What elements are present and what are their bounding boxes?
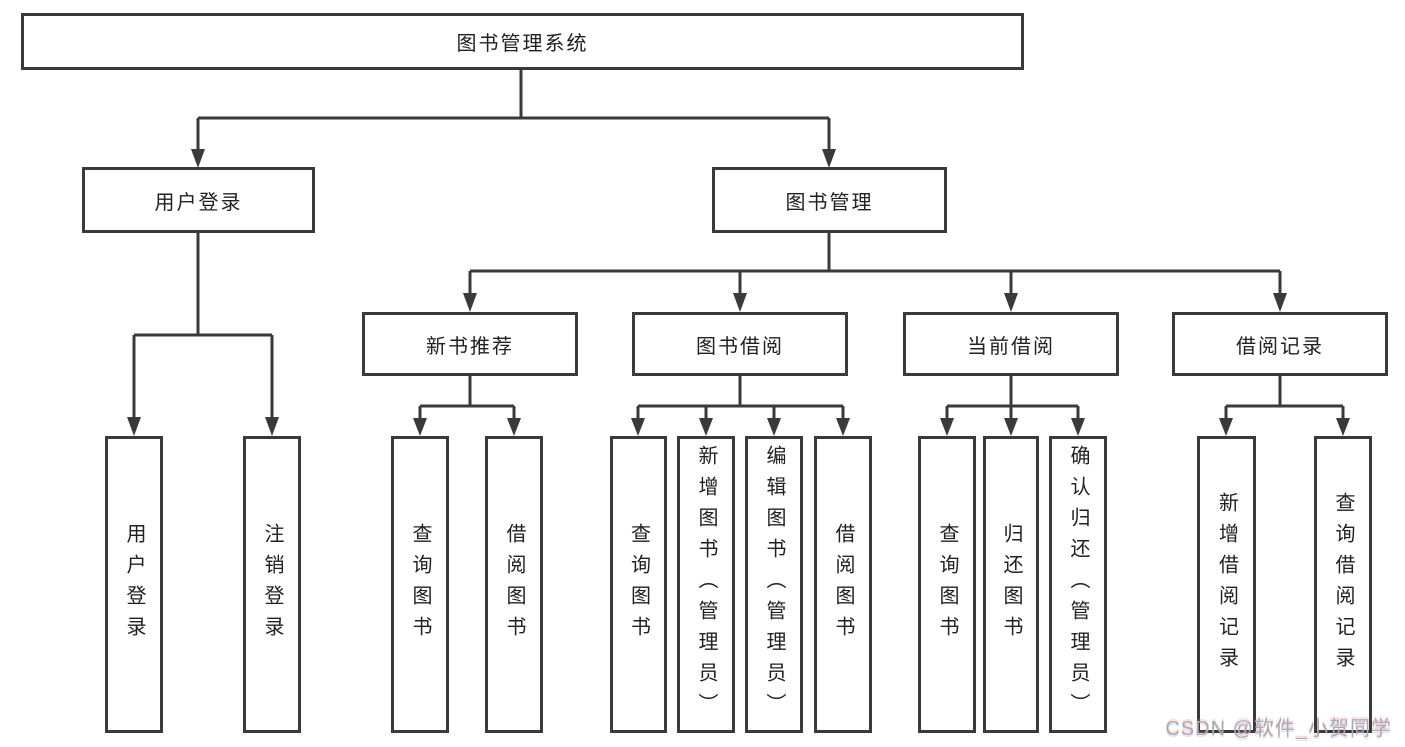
node-label: 注销登录 <box>261 522 283 647</box>
leaf-borrowing-add-books-admin: 新增图书（管理员） <box>677 436 735 733</box>
node-label: 确认归还（管理员） <box>1067 445 1089 724</box>
arrowhead <box>413 418 427 436</box>
leaf-recommend-borrow-books: 借阅图书 <box>485 436 543 733</box>
node-book-borrowing: 图书借阅 <box>632 312 848 376</box>
node-label: 借阅图书 <box>832 522 854 647</box>
arrowhead <box>940 418 954 436</box>
arrowhead <box>1004 293 1018 312</box>
connector-book-borrowing-branch <box>631 376 850 436</box>
node-label: 查询借阅记录 <box>1332 491 1354 678</box>
node-library-system: 图书管理系统 <box>21 13 1024 70</box>
node-label: 用户登录 <box>123 522 145 647</box>
node-label: 查询图书 <box>936 522 958 647</box>
connector-borrowing-records-branch <box>1219 376 1350 436</box>
node-user-login: 用户登录 <box>82 167 315 233</box>
arrowhead <box>1273 293 1287 312</box>
node-label: 新增图书（管理员） <box>695 445 717 724</box>
leaf-recommend-query-books: 查询图书 <box>391 436 449 733</box>
arrowhead <box>822 149 836 168</box>
arrowhead <box>127 417 141 436</box>
leaf-logout: 注销登录 <box>243 436 301 733</box>
leaf-borrowing-edit-books-admin: 编辑图书（管理员） <box>745 436 803 733</box>
arrowhead <box>1071 418 1085 436</box>
leaf-borrowing-borrow-books: 借阅图书 <box>814 436 872 733</box>
leaf-current-confirm-return-admin: 确认归还（管理员） <box>1049 436 1107 733</box>
connector-current-borrowing-branch <box>940 376 1085 436</box>
node-borrowing-records: 借阅记录 <box>1172 312 1388 376</box>
node-label: 查询图书 <box>409 522 431 647</box>
node-label: 图书管理系统 <box>456 33 589 55</box>
node-book-management: 图书管理 <box>712 167 947 233</box>
arrowhead <box>767 418 781 436</box>
arrowhead <box>1004 418 1018 436</box>
leaf-current-query-books: 查询图书 <box>918 436 976 733</box>
connector-new-book-recommend-branch <box>413 376 521 436</box>
arrowhead <box>836 418 850 436</box>
node-label: 借阅记录 <box>1236 335 1324 358</box>
watermark: CSDN @软件_小贺同学 <box>1165 718 1392 740</box>
node-label: 当前借阅 <box>967 335 1055 358</box>
node-label: 编辑图书（管理员） <box>763 445 785 724</box>
leaf-user-login: 用户登录 <box>105 436 163 733</box>
arrowhead <box>1219 418 1233 436</box>
node-label: 图书借阅 <box>696 335 784 358</box>
leaf-records-add-record: 新增借阅记录 <box>1197 436 1256 733</box>
connector-user-login-branch <box>127 233 279 436</box>
connector-root-to-level2 <box>191 70 836 168</box>
node-label: 归还图书 <box>1000 522 1022 647</box>
arrowhead <box>699 418 713 436</box>
node-label: 新增借阅记录 <box>1215 491 1238 678</box>
leaf-current-return-books: 归还图书 <box>983 436 1039 733</box>
arrowhead <box>463 293 477 312</box>
node-label: 图书管理 <box>785 191 874 214</box>
arrowhead <box>265 417 279 436</box>
arrowhead <box>733 293 747 312</box>
leaf-records-query-record: 查询借阅记录 <box>1314 436 1372 733</box>
node-label: 新书推荐 <box>426 335 514 358</box>
arrowhead <box>507 418 521 436</box>
node-label: 用户登录 <box>154 191 243 214</box>
node-label: 查询图书 <box>627 522 650 647</box>
arrowhead <box>1336 418 1350 436</box>
leaf-borrowing-query-books: 查询图书 <box>610 436 667 733</box>
node-label: 借阅图书 <box>503 522 525 647</box>
connector-book-management-branch <box>463 233 1287 312</box>
node-new-book-recommend: 新书推荐 <box>362 312 578 376</box>
node-current-borrowing: 当前借阅 <box>903 312 1119 376</box>
arrowhead <box>631 418 645 436</box>
arrowhead <box>191 149 205 168</box>
